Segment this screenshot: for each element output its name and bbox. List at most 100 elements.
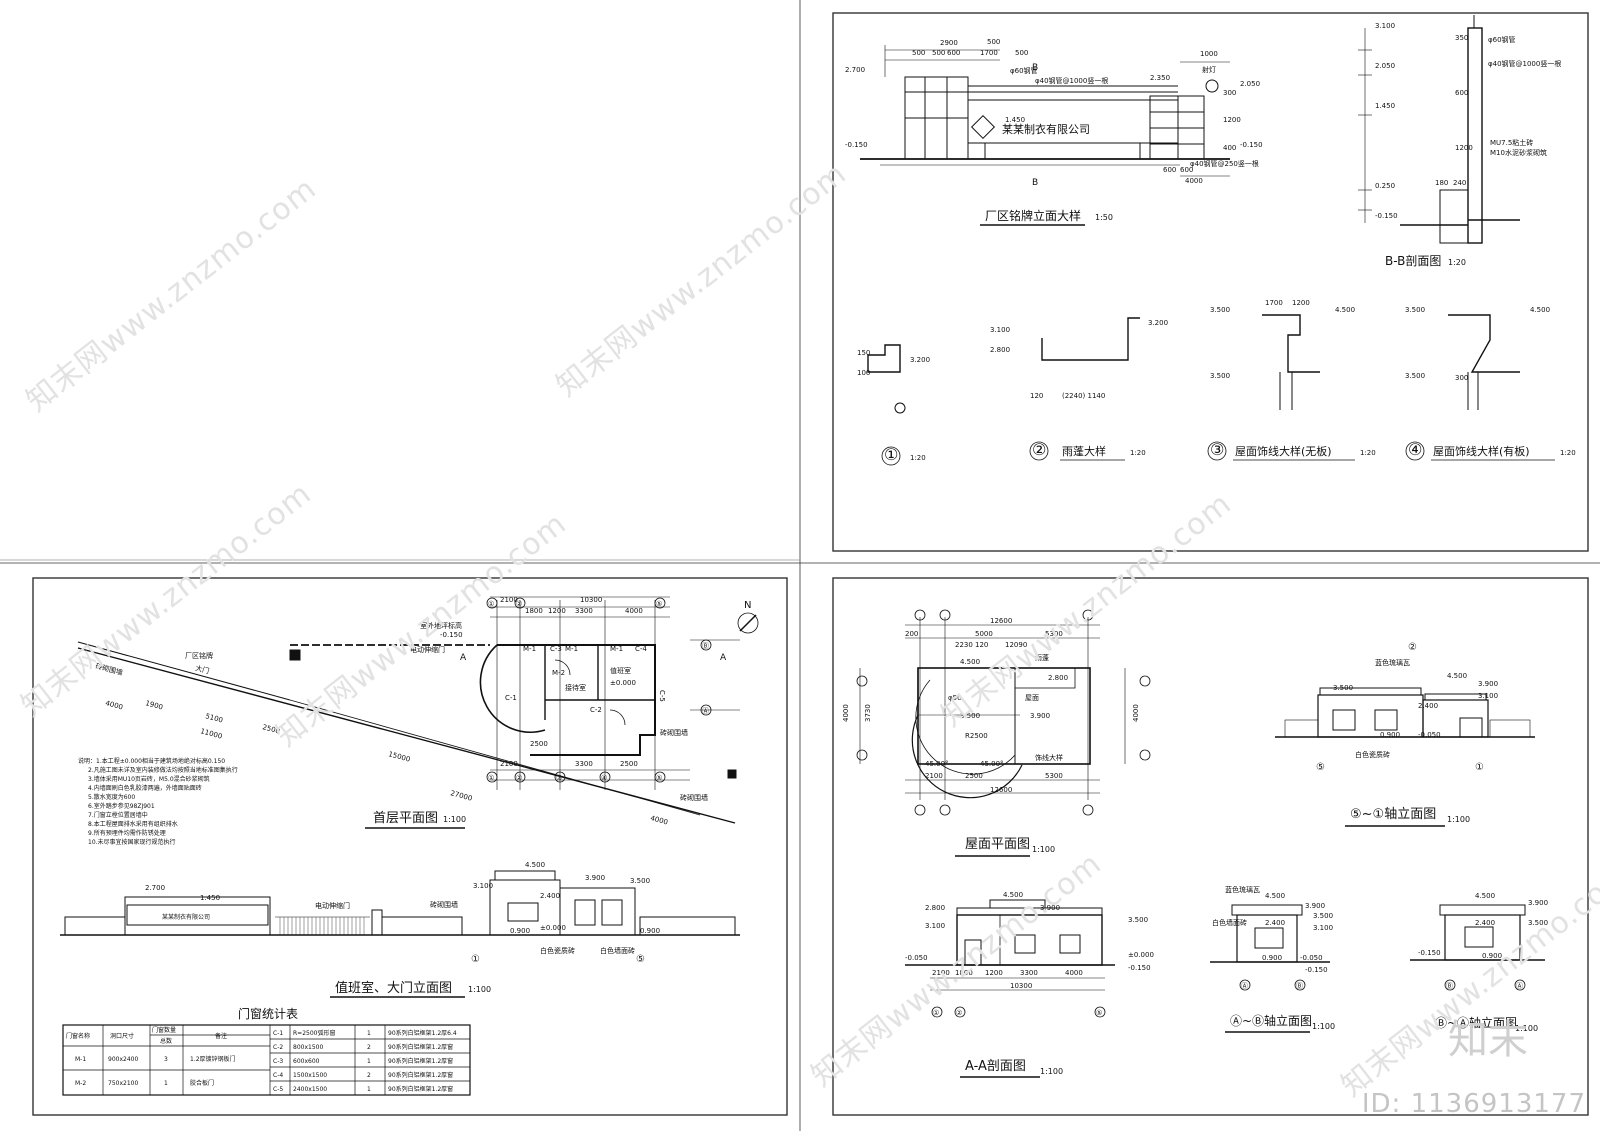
detail-elev: 3.500 [1405, 306, 1425, 314]
detail-elev: 3.200 [910, 356, 930, 364]
ba-scale: 1:100 [1515, 1024, 1538, 1033]
image-id: ID: 1136913177 [1361, 1089, 1586, 1119]
plan-title: 首层平面图 [373, 811, 438, 826]
gate-elevation: 2.700 1.450 4.500 3.900 3.500 3.100 2.40… [60, 861, 740, 998]
plan-dim: 10300 [580, 596, 602, 604]
aa-elev: 3.900 [1040, 904, 1060, 912]
note-line: 4.内墙面刷白色乳胶漆两遍，外墙面贴面砖 [88, 784, 202, 792]
elev51-elev: 2.400 [1418, 702, 1438, 710]
detail-elev: 3.200 [1148, 319, 1168, 327]
plan-label: 砖砌围墙 [94, 661, 123, 677]
gate-elev: 0.900 [640, 927, 660, 935]
roof-label: 45.00° [980, 760, 1004, 768]
bb-title: B-B剖面图 [1385, 254, 1441, 268]
door-tag: C-4 [635, 645, 647, 653]
sign-label: φ40钢管@1000竖一根 [1035, 76, 1108, 85]
ab-axis: Ⓐ [1241, 982, 1248, 990]
ab-elev: 3.900 [1305, 902, 1325, 910]
elev51-title: ⑤~①轴立面图 [1350, 807, 1436, 822]
gate-elev: 3.100 [473, 882, 493, 890]
sign-elev: 2.700 [845, 66, 865, 74]
detail-name: 屋面饰线大样(无板) [1235, 444, 1332, 458]
ab-elev: -0.150 [1305, 966, 1328, 974]
gate-label: 砖砌围墙 [430, 900, 458, 909]
plan-dim: 4000 [649, 814, 668, 826]
elev51-elev: 4.500 [1447, 672, 1467, 680]
gate-elev: 3.900 [585, 874, 605, 882]
table-header: 总数 [160, 1037, 172, 1045]
detail-num: ② [1032, 440, 1046, 459]
plan-axis: ① [488, 600, 494, 608]
sign-elev: -0.150 [1240, 141, 1263, 149]
ba-elev: 2.400 [1475, 919, 1495, 927]
elev51-axis: ⑤ [1316, 762, 1325, 773]
gate-elev: ±0.000 [540, 924, 566, 932]
ab-elev: 3.500 [1313, 912, 1333, 920]
aa-elev: -0.050 [905, 954, 928, 962]
ab-axis: Ⓑ [1296, 982, 1303, 990]
sign-dim: 500 [912, 49, 925, 57]
roof-scale: 1:100 [1032, 845, 1055, 854]
roof-dim: 200 [905, 630, 918, 638]
plan-axis: ③ [556, 774, 562, 782]
bb-label: MU7.5粘土砖 [1490, 138, 1533, 147]
aa-elev: -0.150 [1128, 964, 1151, 972]
gate-title: 值班室、大门立面图 [335, 980, 452, 996]
aa-elev: 3.500 [1128, 916, 1148, 924]
detail-dim: 1700 [1265, 299, 1283, 307]
table-cell: 1 [367, 1086, 371, 1093]
elev51-label: 白色瓷质砖 [1355, 750, 1390, 759]
sign-dim: 500 [1015, 49, 1028, 57]
detail-elev: 4.500 [1530, 306, 1550, 314]
roof-dim: 12090 [1005, 641, 1027, 649]
ba-title: Ⓑ~Ⓐ轴立面图 [1435, 1015, 1517, 1030]
aa-elev: 3.100 [925, 922, 945, 930]
bb-label: φ40钢管@1000竖一根 [1488, 59, 1561, 68]
sign-dim: 300 [1223, 89, 1236, 97]
detail-elev: 3.500 [1210, 372, 1230, 380]
gate-scale: 1:100 [468, 985, 491, 994]
plan-dim: 3300 [575, 607, 593, 615]
table-cell: 1500x1500 [293, 1072, 327, 1079]
sign-label: φ40钢管@250竖一根 [1190, 159, 1259, 168]
bb-elev: 3.100 [1375, 22, 1395, 30]
note-line: 说明：1.本工程±0.000相当于建筑场地绝对标高0.150 [78, 757, 225, 765]
detail-dim: (2240) 1140 [1062, 392, 1105, 400]
sign-dim: 600 [1180, 166, 1193, 174]
bb-dim: 180 [1435, 179, 1448, 187]
note-line: 8.本工程屋面排水采用有组织排水 [88, 820, 178, 828]
plan-dim: 1200 [548, 607, 566, 615]
room-label: ±0.000 [610, 679, 636, 687]
sign-dim: 500 [932, 49, 945, 57]
elev51-elev: 0.900 [1380, 731, 1400, 739]
sign-elev: 1.450 [1005, 116, 1025, 124]
plan-label: 电动伸缩门 [410, 645, 445, 654]
roof-dim: 4000 [1132, 704, 1140, 722]
plan-dim: 4000 [625, 607, 643, 615]
detail-elev: 4.500 [1335, 306, 1355, 314]
bb-label: φ60钢管 [1488, 35, 1516, 44]
room-label: 接待室 [565, 683, 586, 692]
plan-dim: 2100 [500, 760, 518, 768]
aa-dim: 1800 [955, 969, 973, 977]
sign-dim: 2900 [940, 39, 958, 47]
table-header: 门窗数量 [152, 1026, 176, 1034]
table-cell: 800x1500 [293, 1044, 323, 1051]
sign-scale: 1:50 [1095, 213, 1113, 222]
plan-label: 室外地坪标高 [420, 621, 462, 630]
table-cell: 1 [367, 1030, 371, 1037]
roof-dim: 5300 [1045, 772, 1063, 780]
plan-axis: ② [516, 600, 522, 608]
ab-elev: 0.900 [1262, 954, 1282, 962]
note-line: 9.所有预埋件均需作防锈处理 [88, 829, 166, 837]
sign-title: 厂区铭牌立面大样 [985, 208, 1081, 223]
plan-dim: 3300 [575, 760, 593, 768]
aa-axis: ② [956, 1009, 962, 1017]
plan-dim: 2100 [500, 596, 518, 604]
door-tag: M-1 [610, 645, 623, 653]
gate-sign-text: 某某制衣有限公司 [162, 913, 210, 921]
sign-dim: 1200 [1223, 116, 1241, 124]
gate-elev: 4.500 [525, 861, 545, 869]
detail-elev: 3.500 [1210, 306, 1230, 314]
